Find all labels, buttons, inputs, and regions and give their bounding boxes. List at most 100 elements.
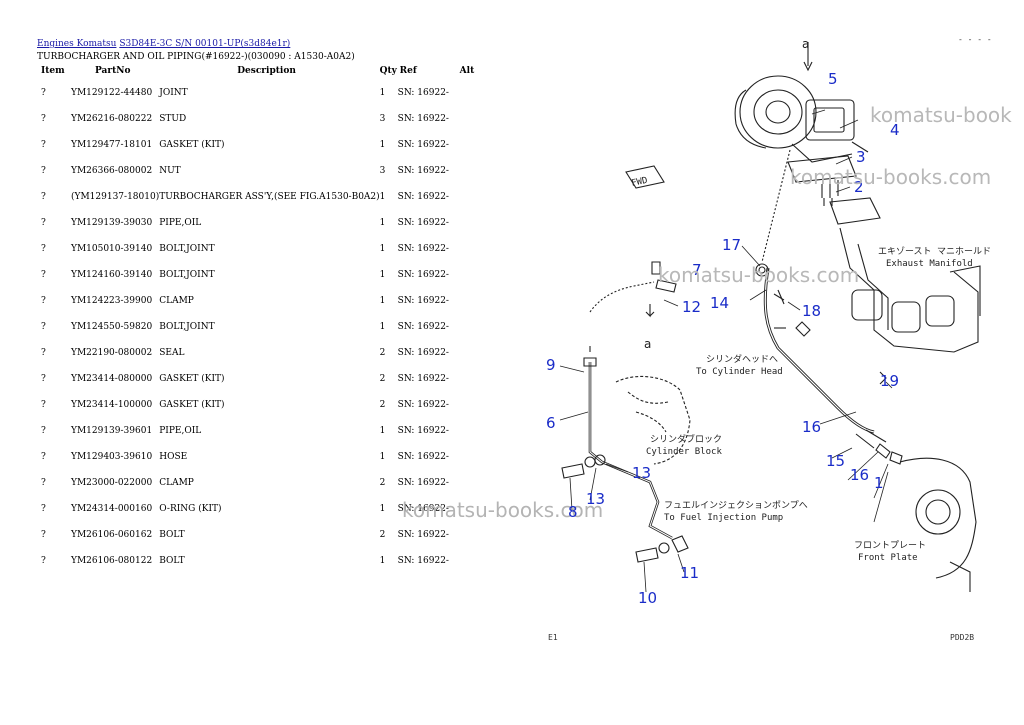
row-ref: SN: 16922- bbox=[397, 114, 449, 124]
row-description: STUD bbox=[159, 114, 187, 124]
row-ref: SN: 16922- bbox=[397, 504, 449, 514]
row-partno: YM23414-080000 bbox=[71, 374, 153, 384]
row-ref: SN: 16922- bbox=[397, 244, 449, 254]
callout-5: 5 bbox=[828, 70, 838, 88]
row-qty: 1 bbox=[379, 270, 386, 280]
row-item: ? bbox=[41, 244, 46, 254]
row-item: ? bbox=[41, 478, 46, 488]
parts-table: Item PartNo Description Qty Ref Alt ?YM1… bbox=[37, 66, 474, 574]
row-item: ? bbox=[41, 556, 46, 566]
row-description: GASKET (KIT) bbox=[159, 374, 225, 384]
row-ref: SN: 16922- bbox=[397, 296, 449, 306]
callout-16a: 16 bbox=[802, 418, 821, 436]
row-description: BOLT,JOINT bbox=[159, 270, 215, 280]
row-alt bbox=[460, 418, 475, 444]
row-alt bbox=[460, 262, 475, 288]
row-qty: 1 bbox=[379, 88, 386, 98]
row-alt bbox=[460, 470, 475, 496]
row-description: JOINT bbox=[159, 88, 188, 98]
row-item: ? bbox=[41, 270, 46, 280]
row-ref: SN: 16922- bbox=[397, 348, 449, 358]
callout-19: 19 bbox=[880, 372, 899, 390]
footer-right-code: PDD2B bbox=[950, 633, 974, 642]
row-alt bbox=[460, 132, 475, 158]
row-qty: 2 bbox=[379, 478, 386, 488]
fwd-arrow-shape bbox=[625, 165, 665, 189]
header-qty: Qty bbox=[379, 66, 397, 76]
row-qty: 1 bbox=[379, 192, 386, 202]
row-qty: 2 bbox=[379, 348, 386, 358]
row-ref: SN: 16922- bbox=[397, 452, 449, 462]
row-description: NUT bbox=[159, 166, 181, 176]
callout-13a: 13 bbox=[632, 464, 651, 482]
row-alt bbox=[460, 288, 475, 314]
row-item: ? bbox=[41, 374, 46, 384]
row-item: ? bbox=[41, 296, 46, 306]
row-partno: YM24314-000160 bbox=[71, 504, 153, 514]
callout-17: 17 bbox=[722, 236, 741, 254]
row-partno: YM129139-39601 bbox=[71, 426, 153, 436]
gasket-drawing bbox=[787, 155, 857, 183]
row-item: ? bbox=[41, 426, 46, 436]
row-item: ? bbox=[41, 140, 46, 150]
row-partno: YM23000-022000 bbox=[71, 478, 153, 488]
row-ref: SN: 16922- bbox=[397, 192, 449, 202]
row-partno: YM124223-39900 bbox=[71, 296, 153, 306]
callout-6: 6 bbox=[546, 414, 556, 432]
exhaust-manifold-en: Exhaust Manifold bbox=[886, 259, 973, 269]
row-qty: 1 bbox=[379, 556, 386, 566]
row-partno: YM129403-39610 bbox=[71, 452, 153, 462]
row-ref: SN: 16922- bbox=[397, 166, 449, 176]
callout-11: 11 bbox=[680, 564, 699, 582]
ref-letter-a-mid: a bbox=[644, 337, 651, 351]
watermark-2: komatsu-books.com bbox=[790, 165, 991, 189]
breadcrumb-link-engines[interactable]: Engines Komatsu bbox=[37, 39, 117, 49]
watermark-1: komatsu-book bbox=[870, 103, 1012, 127]
row-ref: SN: 16922- bbox=[397, 478, 449, 488]
row-alt bbox=[460, 236, 475, 262]
row-alt bbox=[460, 210, 475, 236]
row-qty: 2 bbox=[379, 530, 386, 540]
row-item: ? bbox=[41, 114, 46, 124]
callout-15: 15 bbox=[826, 452, 845, 470]
exhaust-manifold-drawing bbox=[829, 197, 981, 353]
row-alt bbox=[460, 314, 475, 340]
front-plate-jp: フロントプレート bbox=[854, 540, 926, 551]
row-description: BOLT,JOINT bbox=[159, 244, 215, 254]
row-ref: SN: 16922- bbox=[397, 140, 449, 150]
footer-left-code: E1 bbox=[548, 633, 558, 642]
front-plate-en: Front Plate bbox=[858, 553, 918, 563]
row-qty: 1 bbox=[379, 426, 386, 436]
cylinder-block-drawing bbox=[615, 375, 691, 465]
cylinder-head-en: To Cylinder Head bbox=[696, 367, 783, 377]
row-ref: SN: 16922- bbox=[397, 426, 449, 436]
breadcrumb: Engines Komatsu S3D84E-3C S/N 00101-UP(s… bbox=[37, 38, 477, 50]
row-alt bbox=[460, 444, 475, 470]
callout-4: 4 bbox=[890, 121, 900, 139]
callout-8: 8 bbox=[568, 503, 578, 521]
row-partno: YM23414-100000 bbox=[71, 400, 153, 410]
row-partno: YM124160-39140 bbox=[71, 270, 153, 280]
row-qty: 1 bbox=[379, 140, 386, 150]
header-ref: Ref bbox=[399, 66, 417, 76]
cylinder-block-jp: シリンダブロック bbox=[650, 433, 722, 445]
breadcrumb-link-model[interactable]: S3D84E-3C S/N 00101-UP(s3d84e1r) bbox=[119, 39, 291, 49]
row-ref: SN: 16922- bbox=[397, 530, 449, 540]
row-alt bbox=[460, 158, 475, 184]
row-qty: 1 bbox=[379, 218, 386, 228]
parts-list-panel: Engines Komatsu S3D84E-3C S/N 00101-UP(s… bbox=[37, 38, 477, 574]
row-partno: YM129477-18101 bbox=[71, 140, 153, 150]
